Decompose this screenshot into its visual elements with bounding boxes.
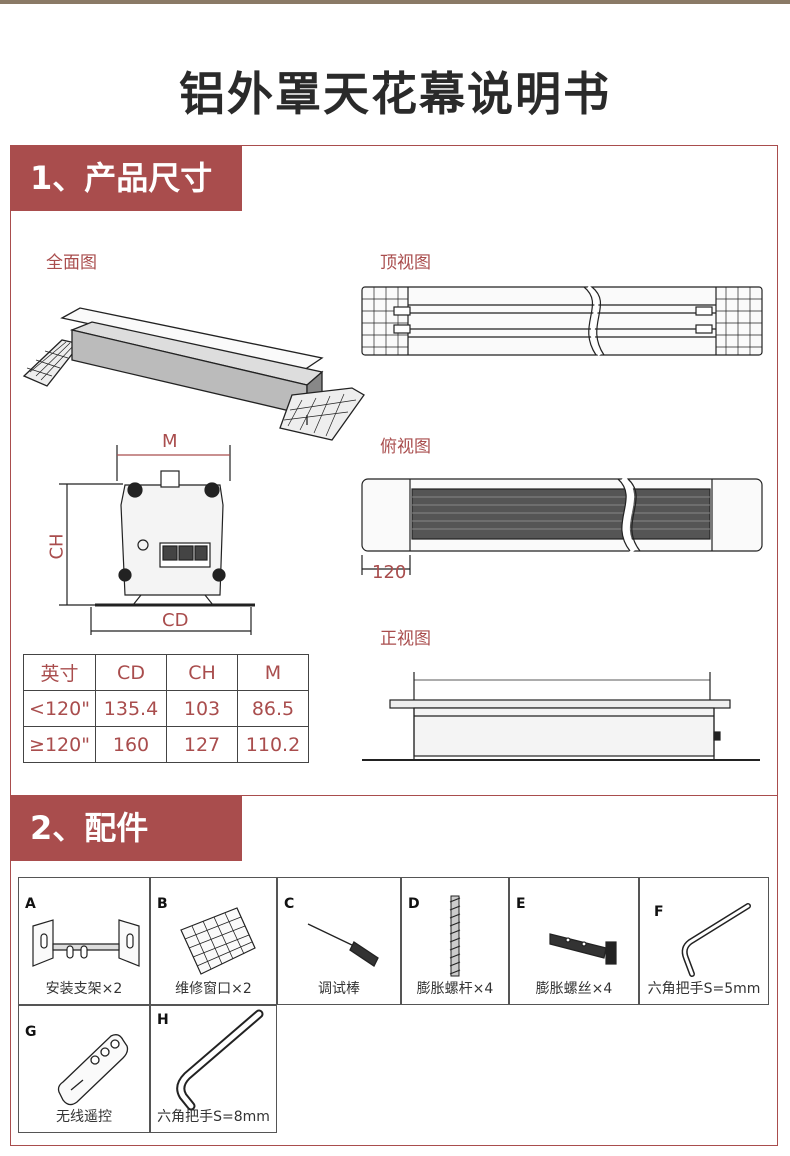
part-letter: B xyxy=(157,896,168,912)
part-label: 维修窗口×2 xyxy=(175,981,252,997)
label-bottom-view: 俯视图 xyxy=(380,437,431,457)
part-g: G 无线遥控 xyxy=(18,1005,150,1133)
part-letter: C xyxy=(284,896,295,912)
label-full-view: 全面图 xyxy=(46,253,97,273)
table-cell: 127 xyxy=(166,726,238,763)
bracket-icon xyxy=(32,919,140,967)
dim-120-label: 120 xyxy=(372,562,407,583)
section-heading-accessories: 2、配件 xyxy=(10,795,242,861)
section-product-size xyxy=(10,145,778,796)
table-row: ≥120" 160 127 110.2 xyxy=(23,726,309,763)
hex-key-icon xyxy=(681,903,751,977)
part-letter: E xyxy=(516,896,526,912)
part-letter: F xyxy=(654,904,664,920)
label-top-view: 顶视图 xyxy=(380,253,431,273)
part-h: H 六角把手S=8mm xyxy=(150,1005,277,1133)
part-label: 膨胀螺丝×4 xyxy=(535,981,613,997)
dim-cd-label: CD xyxy=(162,610,189,631)
grille-icon xyxy=(180,907,256,975)
table-header-cell: M xyxy=(237,654,309,691)
front-view-drawing xyxy=(362,672,760,761)
section-accessories xyxy=(10,796,778,1146)
part-label: 六角把手S=5mm xyxy=(647,981,761,997)
anchor-bolt-icon xyxy=(549,933,617,965)
top-border xyxy=(0,0,790,4)
table-header-cell: CD xyxy=(95,654,167,691)
part-label: 调试棒 xyxy=(318,981,360,997)
part-label: 六角把手S=8mm xyxy=(157,1109,270,1125)
part-label: 安装支架×2 xyxy=(45,981,123,997)
part-letter: G xyxy=(25,1024,37,1040)
threaded-rod-icon xyxy=(449,895,461,977)
part-f: F 六角把手S=5mm xyxy=(639,877,769,1005)
dim-ch-label: CH xyxy=(46,533,68,560)
table-cell: <120" xyxy=(23,690,96,727)
part-letter: D xyxy=(408,896,420,912)
table-cell: 110.2 xyxy=(237,726,309,763)
table-header-cell: CH xyxy=(166,654,238,691)
part-label: 无线遥控 xyxy=(56,1109,112,1125)
part-c: C 调试棒 xyxy=(277,877,401,1005)
table-header-cell: 英寸 xyxy=(23,654,96,691)
part-e: E 膨胀螺丝×4 xyxy=(509,877,639,1005)
part-letter: A xyxy=(25,896,36,912)
part-d: D 膨胀螺杆×4 xyxy=(401,877,509,1005)
page-title: 铝外罩天花幕说明书 xyxy=(179,67,611,121)
table-header-row: 英寸 CD CH M xyxy=(23,654,309,691)
label-front-view: 正视图 xyxy=(380,629,431,649)
table-cell: 103 xyxy=(166,690,238,727)
top-view-drawing xyxy=(361,285,763,357)
table-cell: 135.4 xyxy=(95,690,167,727)
section-heading-size: 1、产品尺寸 xyxy=(10,145,242,211)
part-letter: H xyxy=(157,1012,169,1028)
screwdriver-icon xyxy=(307,923,379,967)
full-view-drawing xyxy=(22,307,365,441)
table-cell: 86.5 xyxy=(237,690,309,727)
size-table: 英寸 CD CH M <120" 135.4 103 86.5 ≥120" 16… xyxy=(23,654,309,763)
table-cell: 160 xyxy=(95,726,167,763)
hex-key-icon xyxy=(176,1009,264,1111)
dim-m-label: M xyxy=(162,431,178,452)
part-b: B 维修窗口×2 xyxy=(150,877,277,1005)
part-a: A 安装支架×2 xyxy=(18,877,150,1005)
remote-icon xyxy=(57,1034,129,1106)
table-row: <120" 135.4 103 86.5 xyxy=(23,690,309,727)
bottom-view-drawing xyxy=(361,477,763,575)
part-label: 膨胀螺杆×4 xyxy=(416,981,494,997)
cross-section-drawing xyxy=(59,445,255,635)
table-cell: ≥120" xyxy=(23,726,96,763)
